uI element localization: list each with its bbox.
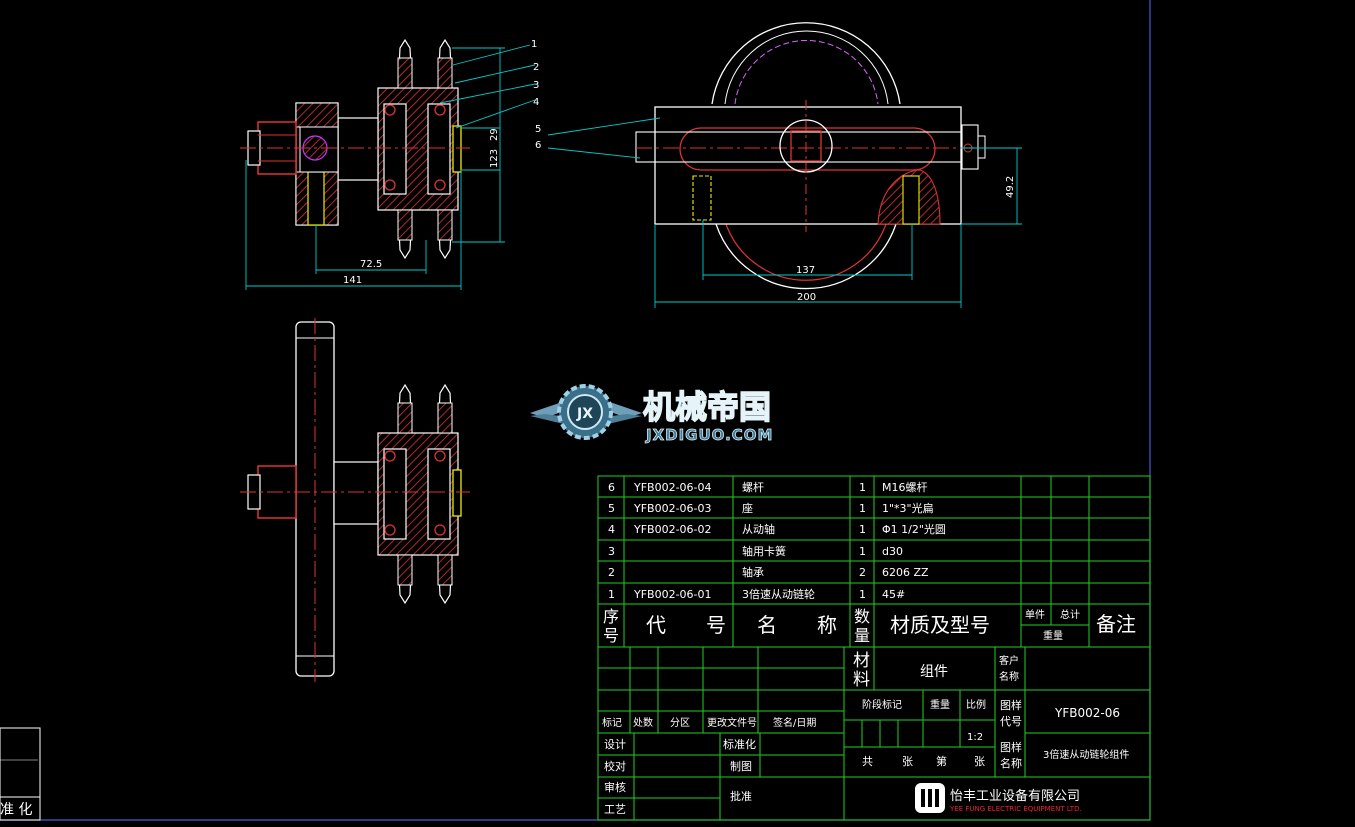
part-row-2-qty: 2 bbox=[859, 566, 866, 579]
role-process: 工艺 bbox=[604, 803, 626, 816]
drawing-name-label-2: 名称 bbox=[1000, 756, 1022, 770]
dim-72-5: 72.5 bbox=[360, 259, 382, 270]
dim-141: 141 bbox=[343, 275, 362, 286]
company-name-en: YEE FUNG ELECTRIC EQUIPMENT LTD. bbox=[949, 805, 1082, 813]
part-row-6-name: 螺杆 bbox=[742, 480, 764, 494]
part-row-6-no: 6 bbox=[608, 481, 615, 494]
part-row-5-material: 1"*3"光扁 bbox=[882, 501, 934, 515]
dim-200: 200 bbox=[797, 292, 816, 303]
part-row-1-name: 3倍速从动链轮 bbox=[742, 587, 815, 601]
header-qty-2: 量 bbox=[854, 626, 870, 645]
watermark-emblem: JX bbox=[576, 406, 593, 422]
balloon-3: 3 bbox=[533, 80, 539, 91]
sheets-unit-2: 张 bbox=[974, 755, 985, 768]
rev-col-count: 处数 bbox=[633, 716, 653, 729]
role-draw: 制图 bbox=[730, 760, 752, 773]
part-row-4-qty: 1 bbox=[859, 523, 866, 536]
company-name-cn: 怡丰工业设备有限公司 bbox=[950, 788, 1080, 804]
mini-title-block: 准 化 bbox=[0, 727, 41, 821]
balloon-5: 5 bbox=[535, 124, 541, 135]
side-view: 137 200 49.2 5 6 bbox=[535, 22, 1022, 308]
balloon-4: 4 bbox=[533, 97, 539, 108]
material-value: 组件 bbox=[920, 664, 948, 680]
drawing-code-label-2: 代号 bbox=[1000, 715, 1022, 728]
rev-col-mark: 标记 bbox=[602, 717, 622, 729]
part-row-5-name: 座 bbox=[742, 501, 753, 515]
role-design: 设计 bbox=[604, 738, 626, 751]
part-row-2-material: 6206 ZZ bbox=[882, 566, 929, 579]
rev-col-doc: 更改文件号 bbox=[707, 716, 757, 729]
header-no-2: 号 bbox=[603, 626, 619, 645]
sheets-current: 第 bbox=[936, 754, 947, 768]
rev-col-sign: 签名/日期 bbox=[773, 716, 816, 729]
material-label-2: 料 bbox=[853, 670, 870, 690]
role-standard: 标准化 bbox=[723, 737, 756, 751]
client-label-1: 客户 bbox=[999, 654, 1019, 667]
part-row-5-qty: 1 bbox=[859, 502, 866, 515]
part-row-1-no: 1 bbox=[608, 588, 615, 601]
role-approve: 批准 bbox=[730, 789, 752, 803]
sheets-total: 共 bbox=[862, 755, 873, 768]
dim-29: 29 bbox=[489, 128, 500, 141]
part-row-6-code: YFB002-06-04 bbox=[633, 481, 712, 494]
part-row-1-material: 45# bbox=[882, 588, 905, 601]
header-no-1: 序 bbox=[603, 607, 619, 626]
balloon-1: 1 bbox=[531, 39, 537, 50]
watermark-url: JXDIGUO.COM bbox=[645, 426, 773, 444]
part-row-4-name: 从动轴 bbox=[742, 522, 775, 536]
role-review: 审核 bbox=[604, 780, 626, 794]
part-row-3-material: d30 bbox=[882, 545, 903, 558]
dim-123: 123 bbox=[489, 149, 500, 168]
part-row-6-material: M16螺杆 bbox=[882, 480, 928, 494]
header-code: 代 号 bbox=[646, 613, 726, 637]
header-material: 材质及型号 bbox=[890, 613, 990, 637]
part-row-3-no: 3 bbox=[608, 545, 615, 558]
role-check: 校对 bbox=[604, 759, 626, 773]
title-block: 6 YFB002-06-04 螺杆 1 M16螺杆 5 YFB002-06-03… bbox=[597, 475, 1151, 821]
header-name: 名 称 bbox=[757, 613, 837, 637]
drawing-code-label-1: 图样 bbox=[1000, 698, 1022, 712]
part-row-4-code: YFB002-06-02 bbox=[633, 523, 712, 536]
rev-col-zone: 分区 bbox=[670, 717, 690, 729]
company-logo: 怡丰工业设备有限公司 YEE FUNG ELECTRIC EQUIPMENT L… bbox=[915, 783, 1082, 813]
part-row-2-name: 轴承 bbox=[742, 565, 764, 579]
dim-49-2: 49.2 bbox=[1005, 176, 1016, 198]
part-row-6-qty: 1 bbox=[859, 481, 866, 494]
header-weight: 重量 bbox=[1043, 629, 1063, 642]
part-row-1-code: YFB002-06-01 bbox=[633, 588, 712, 601]
stage-mark-label: 阶段标记 bbox=[862, 698, 902, 711]
scale-value: 1:2 bbox=[967, 732, 983, 743]
header-total-weight: 总计 bbox=[1060, 608, 1080, 621]
drawing-code-value: YFB002-06 bbox=[1054, 706, 1120, 720]
material-label-1: 材 bbox=[853, 651, 870, 671]
weight-label: 重量 bbox=[930, 698, 950, 711]
sheets-unit-1: 张 bbox=[902, 755, 913, 768]
part-row-3-name: 轴用卡簧 bbox=[742, 544, 786, 558]
balloon-2: 2 bbox=[533, 62, 539, 73]
header-unit-weight: 单件 bbox=[1025, 609, 1045, 621]
client-label-2: 名称 bbox=[999, 670, 1019, 683]
drawing-name-value: 3倍速从动链轮组件 bbox=[1043, 748, 1129, 761]
part-row-2-no: 2 bbox=[608, 566, 615, 579]
front-view: 72.5 141 123 29 1 2 3 4 bbox=[240, 38, 539, 290]
dim-137: 137 bbox=[796, 265, 815, 276]
scale-label: 比例 bbox=[966, 698, 986, 711]
part-row-5-no: 5 bbox=[608, 502, 615, 515]
part-row-1-qty: 1 bbox=[859, 588, 866, 601]
header-remark: 备注 bbox=[1096, 612, 1136, 636]
lower-view bbox=[240, 318, 470, 682]
part-row-4-no: 4 bbox=[608, 523, 615, 536]
watermark-title: 机械帝国 bbox=[643, 388, 771, 426]
part-row-4-material: Φ1 1/2"光圆 bbox=[882, 522, 946, 536]
mini-block-text: 准 化 bbox=[0, 802, 32, 818]
watermark: JX 机械帝国 JXDIGUO.COM bbox=[530, 384, 773, 444]
drawing-name-label-1: 图样 bbox=[1000, 740, 1022, 754]
part-row-5-code: YFB002-06-03 bbox=[633, 502, 712, 515]
balloon-6: 6 bbox=[535, 140, 541, 151]
part-row-3-qty: 1 bbox=[859, 545, 866, 558]
header-qty-1: 数 bbox=[854, 607, 870, 626]
